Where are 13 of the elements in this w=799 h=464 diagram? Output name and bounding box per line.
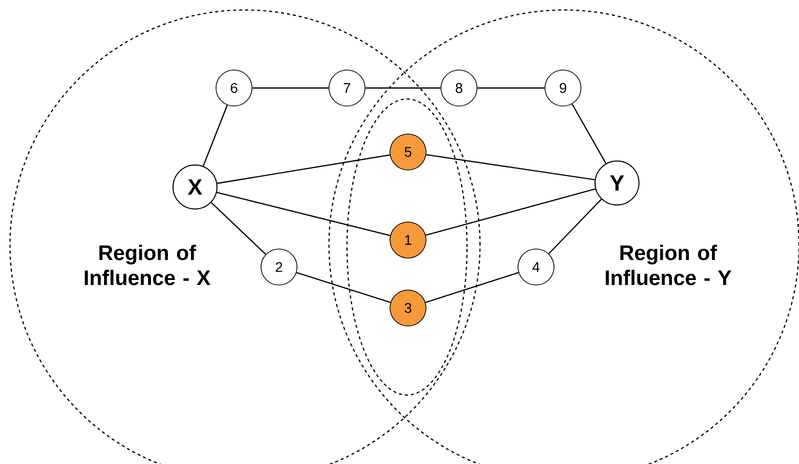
- connector-line: [202, 104, 228, 166]
- connector-line: [365, 87, 441, 89]
- connector-line: [426, 154, 595, 180]
- connector-line: [296, 272, 391, 303]
- connector-line: [210, 202, 266, 255]
- connector-line: [426, 188, 596, 236]
- connector-line: [217, 154, 390, 184]
- connector-line: [572, 104, 606, 164]
- connector-line: [548, 198, 602, 254]
- connector-line: [425, 272, 519, 303]
- connector-line: [477, 87, 545, 89]
- connector-line: [216, 192, 390, 236]
- connector-line: [252, 87, 329, 89]
